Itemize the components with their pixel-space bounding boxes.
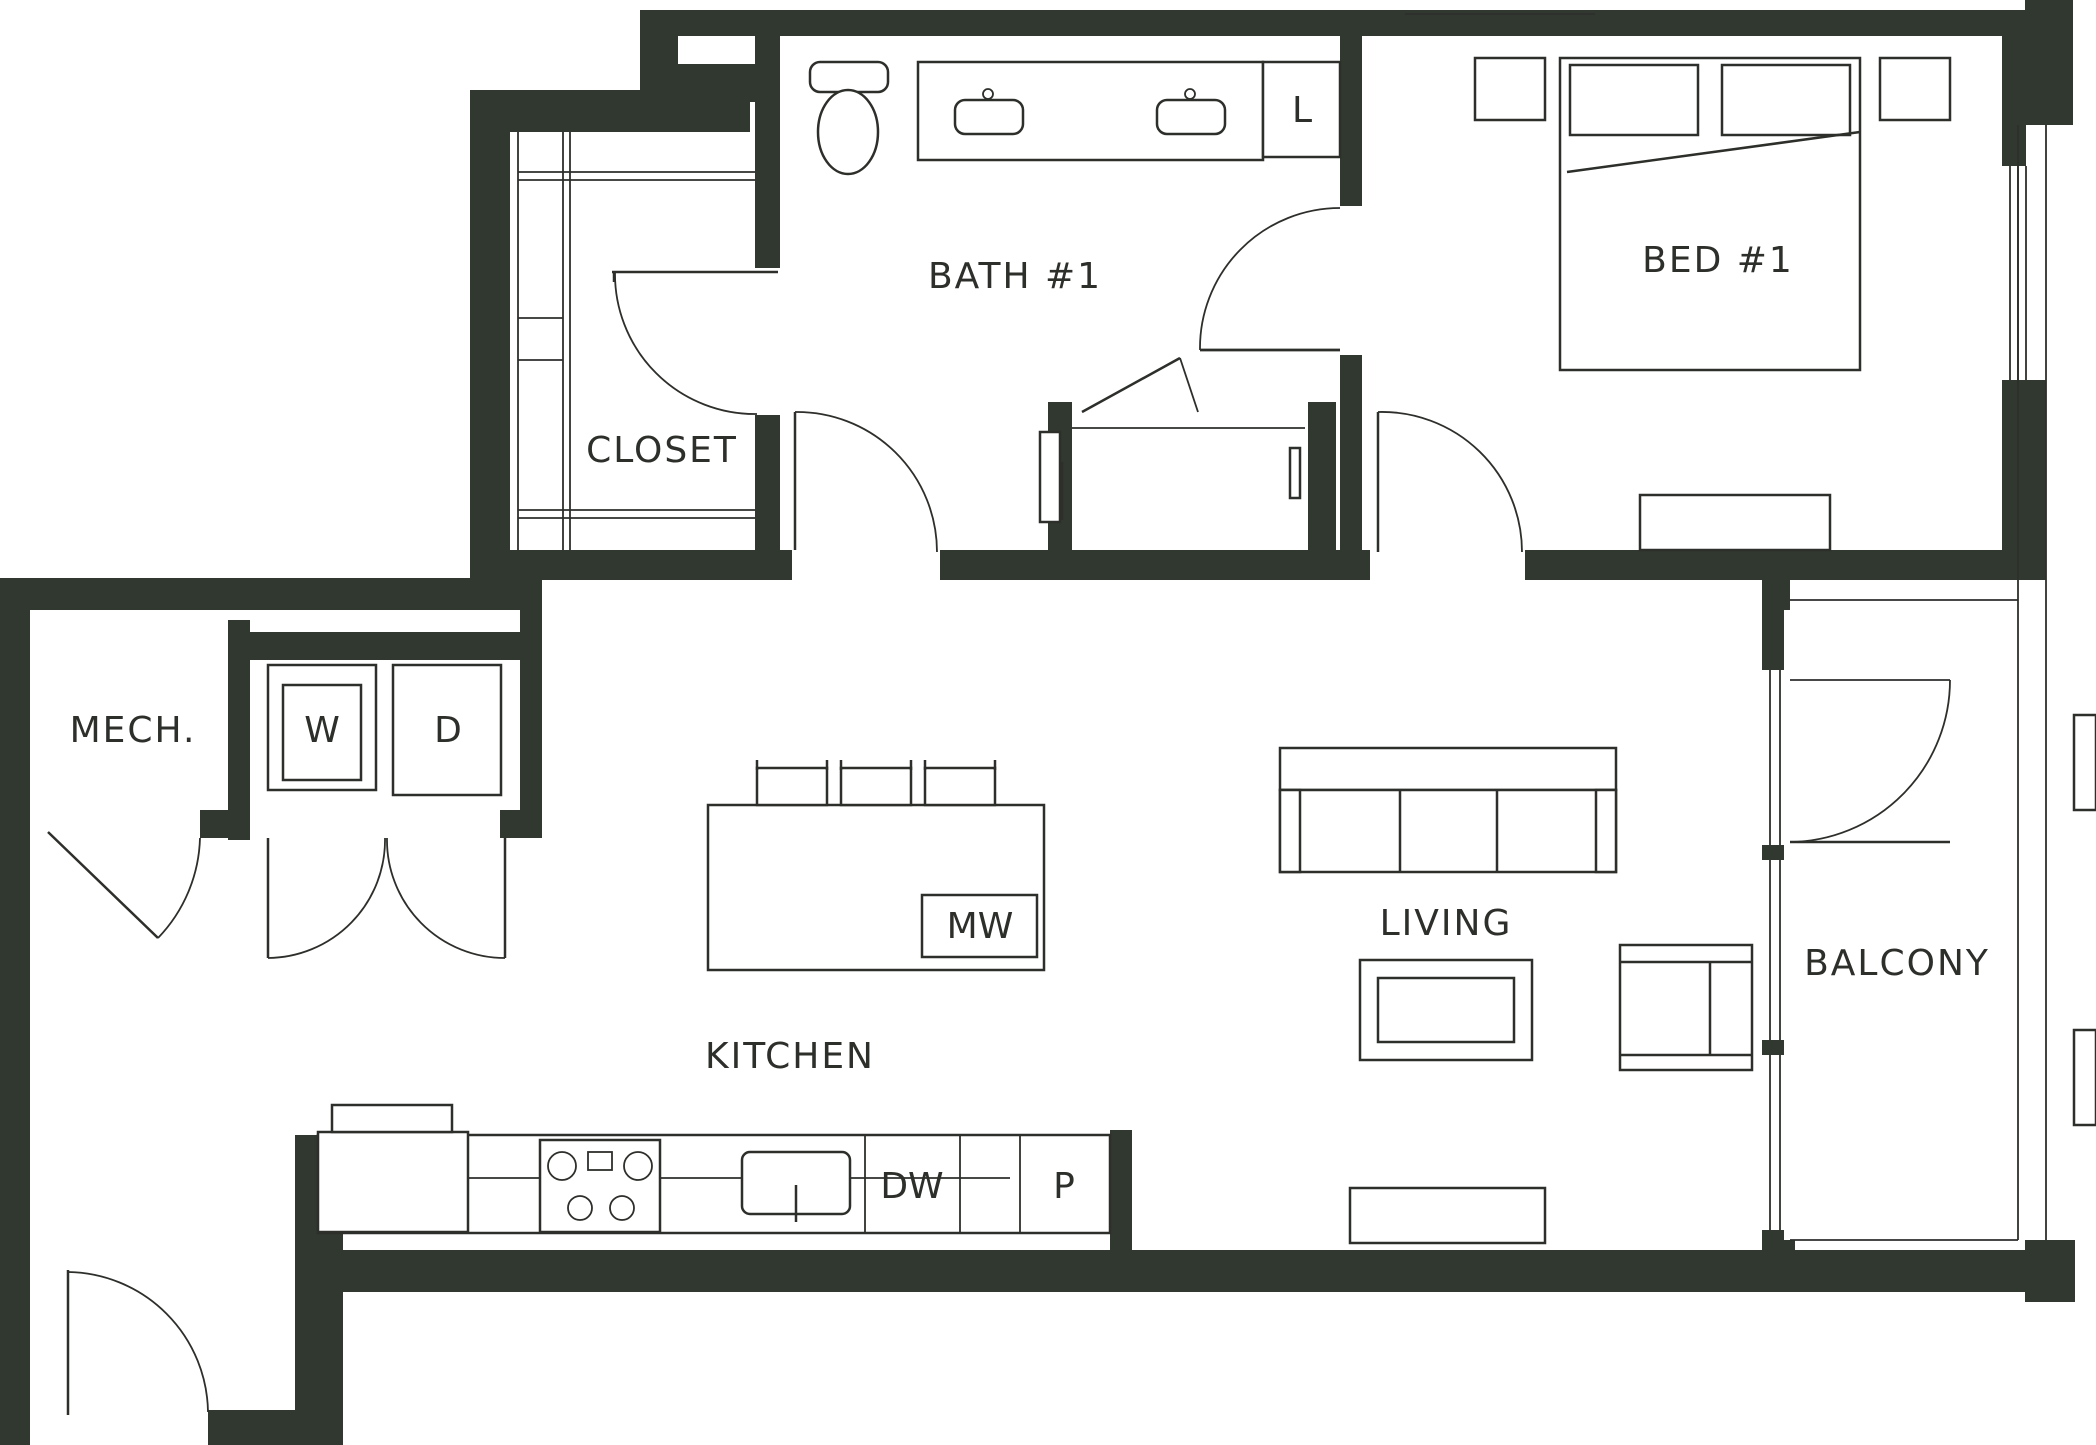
bath-label: BATH #1 <box>928 256 1102 297</box>
door-swing-icon <box>612 270 778 415</box>
kitchen-label: KITCHEN <box>705 1036 875 1077</box>
stool-icon <box>923 760 997 807</box>
stool-icon <box>839 760 913 807</box>
door-swing-icon <box>793 411 938 553</box>
doors <box>47 207 1951 1415</box>
door-swing-icon <box>47 831 201 939</box>
door-swing-icon <box>266 837 507 959</box>
range-icon <box>538 1138 662 1234</box>
laundry <box>266 663 503 797</box>
kitchen-fixtures <box>316 760 1112 1235</box>
windows <box>1405 13 2096 1241</box>
sink-icon <box>953 88 1025 136</box>
washer-label: W <box>304 710 340 751</box>
closet-shelving <box>517 132 755 550</box>
closet-label: CLOSET <box>586 430 738 471</box>
linen-label: L <box>1292 90 1312 131</box>
mech-label: MECH. <box>70 710 197 751</box>
pantry-label: P <box>1053 1166 1075 1207</box>
door-swing-icon <box>66 1270 209 1415</box>
balcony-label: BALCONY <box>1804 943 1990 984</box>
appliance-labels: W D MW DW P L <box>304 90 1312 1207</box>
coffee-table-icon <box>1358 958 1534 1062</box>
microwave-label: MW <box>947 906 1014 947</box>
toilet-icon <box>808 60 890 176</box>
armchair-icon <box>1618 943 1754 1072</box>
bed-label: BED #1 <box>1642 240 1794 281</box>
bathroom-fixtures <box>808 60 1342 524</box>
sofa-icon <box>1278 746 1618 874</box>
door-swing-icon <box>1199 207 1341 352</box>
dishwasher-label: DW <box>880 1166 943 1207</box>
living-furniture <box>1278 746 1754 1245</box>
room-labels: BATH #1 BED #1 CLOSET MECH. KITCHEN LIVI… <box>70 240 1990 1077</box>
living-label: LIVING <box>1380 903 1513 944</box>
door-swing-icon <box>1789 679 1951 844</box>
bedroom-furniture <box>1473 56 1952 552</box>
sink-icon <box>1155 88 1227 136</box>
bed-icon <box>1558 56 1862 372</box>
stool-icon <box>755 760 829 807</box>
door-swing-icon <box>1072 356 1305 429</box>
door-swing-icon <box>1376 411 1523 553</box>
dryer-label: D <box>434 710 462 751</box>
